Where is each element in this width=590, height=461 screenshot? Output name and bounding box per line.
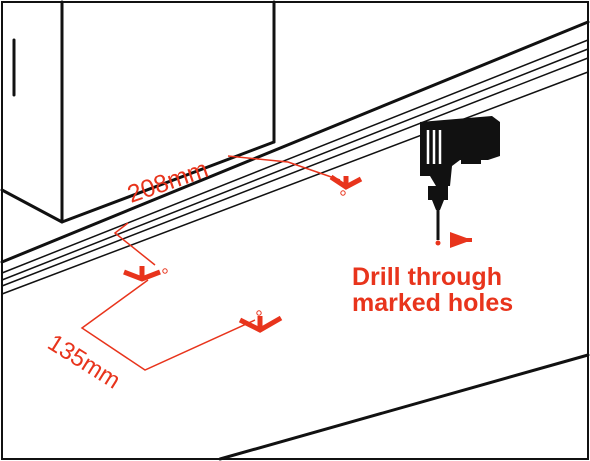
drill-icon xyxy=(420,116,500,246)
drill-instruction-line-2: marked holes xyxy=(352,289,514,317)
dimension-208-label: 208mm xyxy=(124,155,212,209)
drill-instruction: Drill through marked holes xyxy=(352,264,582,316)
hole-marker-3 xyxy=(238,310,283,333)
arrow-right-icon xyxy=(450,232,472,248)
floor-edge xyxy=(0,20,590,461)
dimension-135-label: 135mm xyxy=(43,329,125,394)
drill-instruction-line-1: Drill through xyxy=(352,263,502,291)
dimension-208: 208mm xyxy=(113,155,341,266)
cabinet xyxy=(0,0,276,224)
hole-marker-1 xyxy=(329,174,363,196)
dimension-135: 135mm xyxy=(43,279,256,394)
hole-marker-2 xyxy=(123,266,168,282)
